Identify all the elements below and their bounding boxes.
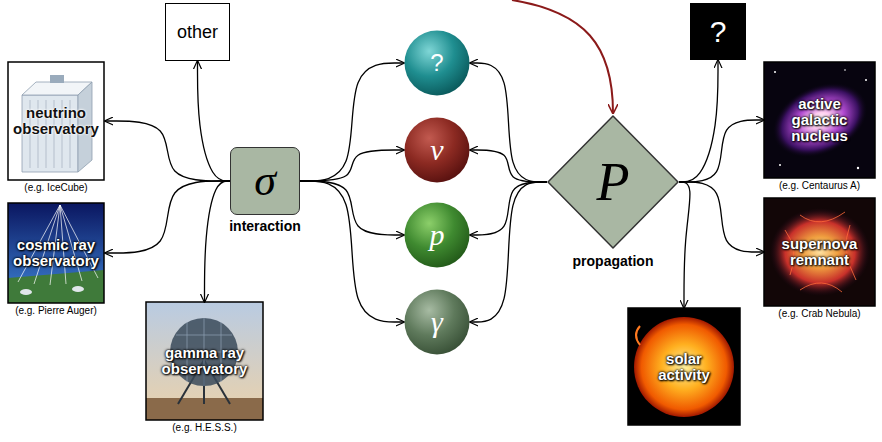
active-galactic-nucleus-picture	[760, 62, 879, 178]
picture-detail	[760, 68, 879, 172]
example-caption: (e.g. Pierre Auger)	[15, 306, 97, 317]
solar-activity-picture	[628, 308, 740, 425]
particle-circle: ?	[404, 30, 470, 96]
circle-fill	[405, 290, 470, 355]
gamma-ray-observatory-picture	[146, 302, 263, 420]
circle-fill	[405, 31, 470, 96]
picture-panel: neutrino observatory(e.g. IceCube)	[7, 62, 105, 180]
picture-detail	[146, 302, 263, 420]
node-label: other	[177, 23, 218, 42]
circle-fill	[405, 203, 470, 268]
particle-circle: ν	[404, 117, 470, 183]
diamond-fill	[548, 116, 678, 248]
node-label: solar activity	[648, 351, 720, 383]
picture-detail	[844, 69, 846, 71]
connector-arrow	[300, 181, 404, 235]
node-label: gamma ray observatory	[155, 345, 255, 377]
picture-panel: cosmic ray observatory(e.g. Pierre Auger…	[7, 203, 105, 303]
node-label: P	[597, 154, 630, 211]
connector-arrow	[470, 63, 547, 182]
picture-detail	[800, 212, 845, 222]
connector-arrow	[679, 182, 690, 308]
node-label: active galactic nucleus	[782, 96, 858, 143]
connector-arrow	[105, 121, 230, 181]
connector-arrow	[470, 182, 547, 322]
picture-panel: supernova remnant(e.g. Crab Nebula)	[764, 198, 875, 306]
cosmic-ray-observatory-picture	[8, 203, 104, 303]
particle-circle: p	[404, 202, 470, 268]
picture-detail	[628, 308, 740, 425]
connector-arrow	[105, 181, 230, 253]
node-label: p	[430, 219, 445, 251]
connector-arrow	[470, 182, 547, 235]
picture-detail	[20, 289, 32, 295]
node-label: neutrino observatory	[11, 105, 101, 137]
example-caption: (e.g. IceCube)	[24, 183, 87, 194]
picture-detail	[8, 203, 104, 303]
decision-diamond: Ppropagation	[547, 115, 679, 249]
picture-detail	[770, 208, 870, 296]
picture-detail	[865, 79, 867, 81]
connector-arrow	[300, 150, 404, 181]
neutrino-observatory-picture	[8, 62, 104, 180]
picture-detail	[800, 283, 842, 292]
node-label: ?	[710, 16, 727, 48]
unknown-box: ?	[690, 3, 746, 60]
node-label: cosmic ray observatory	[11, 237, 101, 269]
example-caption: (e.g. H.E.S.S.)	[172, 423, 236, 434]
picture-detail	[50, 75, 64, 83]
picture-detail	[636, 326, 640, 345]
process-box: σinteraction	[230, 147, 300, 215]
example-caption: (e.g. Centaurus A)	[779, 181, 860, 192]
connector-arrow	[679, 182, 764, 252]
shape-caption: propagation	[573, 254, 654, 269]
shape-caption: interaction	[229, 219, 301, 234]
supernova-remnant-picture	[764, 198, 875, 306]
picture-detail	[8, 62, 104, 180]
outcome-box: other	[165, 3, 230, 61]
picture-panel: active galactic nucleus(e.g. Centaurus A…	[764, 62, 875, 178]
picture-panel: solar activity	[628, 308, 740, 425]
node-label: σ	[254, 158, 276, 204]
example-caption: (e.g. Crab Nebula)	[778, 309, 860, 320]
node-label: ?	[430, 50, 443, 75]
particle-circle: γ	[404, 289, 470, 355]
picture-panel: gamma ray observatory(e.g. H.E.S.S.)	[146, 302, 263, 420]
picture-detail	[628, 308, 740, 425]
node-label: γ	[431, 306, 443, 338]
picture-detail	[774, 71, 776, 73]
picture-detail	[176, 335, 232, 336]
picture-detail	[764, 198, 875, 306]
connector-arrow	[198, 61, 231, 181]
picture-detail	[634, 317, 734, 417]
picture-detail	[72, 286, 84, 292]
node-label: ν	[430, 134, 443, 166]
connector-arrow	[300, 181, 404, 322]
picture-detail	[146, 302, 263, 420]
connector-arrow	[679, 120, 764, 182]
connector-arrow	[300, 63, 404, 181]
node-label: supernova remnant	[775, 236, 865, 268]
connector-arrow	[679, 60, 718, 182]
picture-detail	[857, 167, 859, 169]
picture-detail	[764, 198, 875, 306]
pointer-arrow	[512, 0, 613, 113]
connector-arrow	[205, 181, 231, 302]
picture-detail	[774, 69, 867, 169]
picture-detail	[764, 62, 875, 178]
circle-fill	[405, 118, 470, 183]
picture-detail	[8, 203, 104, 303]
connector-arrow	[470, 150, 547, 182]
picture-detail	[779, 164, 781, 166]
